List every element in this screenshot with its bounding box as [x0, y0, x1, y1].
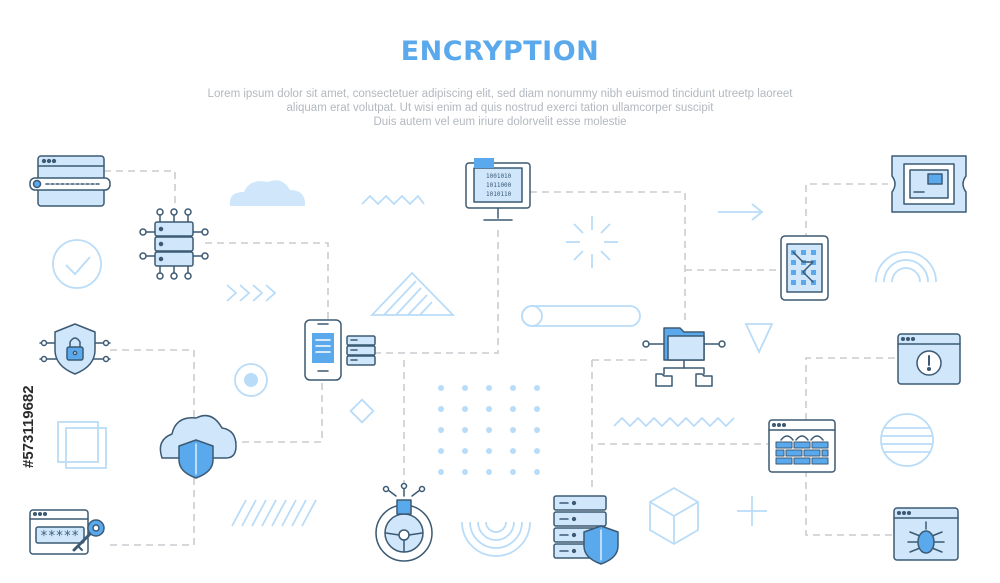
triangle-lines-decor [369, 271, 456, 316]
half-circles-decor [875, 251, 937, 283]
diagonal-stripes-decor [231, 499, 317, 527]
browser-window-icon [29, 155, 111, 207]
tablet-pattern-icon [780, 235, 829, 301]
dot-grid-decor [438, 385, 540, 475]
striped-circle-decor [880, 413, 934, 467]
description-line-1: Lorem ipsum dolor sit amet, consectetuer… [207, 88, 793, 100]
chevrons-decor [226, 284, 277, 302]
description-line-2: aliquam erat volutpat. Ut wisi enim ad q… [286, 102, 714, 114]
mobile-server-icon [304, 319, 376, 381]
connector-lines [104, 170, 896, 546]
target-circle-decor [234, 363, 268, 397]
shield-lock-icon [39, 323, 111, 375]
cpu-chip-icon [891, 155, 967, 213]
password-mask-text: ***** [40, 529, 79, 544]
password-key-icon: ***** [29, 509, 105, 555]
down-triangle-decor [744, 323, 774, 355]
burst-decor [566, 216, 618, 268]
binary-line-2: 1011000 [486, 182, 512, 189]
steering-wheel-chip-icon [375, 482, 433, 562]
page-title: ENCRYPTION [400, 36, 600, 67]
folder-network-icon [642, 327, 726, 387]
cloud-decor [229, 180, 306, 206]
check-circle-decor [52, 239, 102, 289]
squares-decor [57, 421, 107, 469]
arrow-decor [718, 203, 764, 221]
server-network-icon [139, 208, 209, 280]
firewall-window-icon [768, 419, 836, 473]
monitor-binary-icon: 1001010 1011000 1010110 [465, 158, 531, 221]
cylinder-decor [521, 305, 641, 327]
cube-decor [649, 486, 699, 546]
zigzag-decor-2 [613, 416, 735, 428]
diamond-decor [349, 398, 375, 424]
arcs-decor [461, 521, 531, 557]
plus-decor [737, 496, 767, 526]
decorations [52, 180, 937, 557]
cloud-shield-icon [159, 414, 237, 479]
bug-window-icon [893, 507, 959, 561]
description-line-3: Duis autem vel eum iriure dolorvelit ess… [373, 116, 627, 128]
alert-window-icon [897, 333, 961, 385]
binary-line-3: 1010110 [486, 191, 512, 198]
binary-line-1: 1001010 [486, 173, 512, 180]
server-shield-icon [553, 495, 619, 565]
zigzag-decor [361, 194, 425, 206]
